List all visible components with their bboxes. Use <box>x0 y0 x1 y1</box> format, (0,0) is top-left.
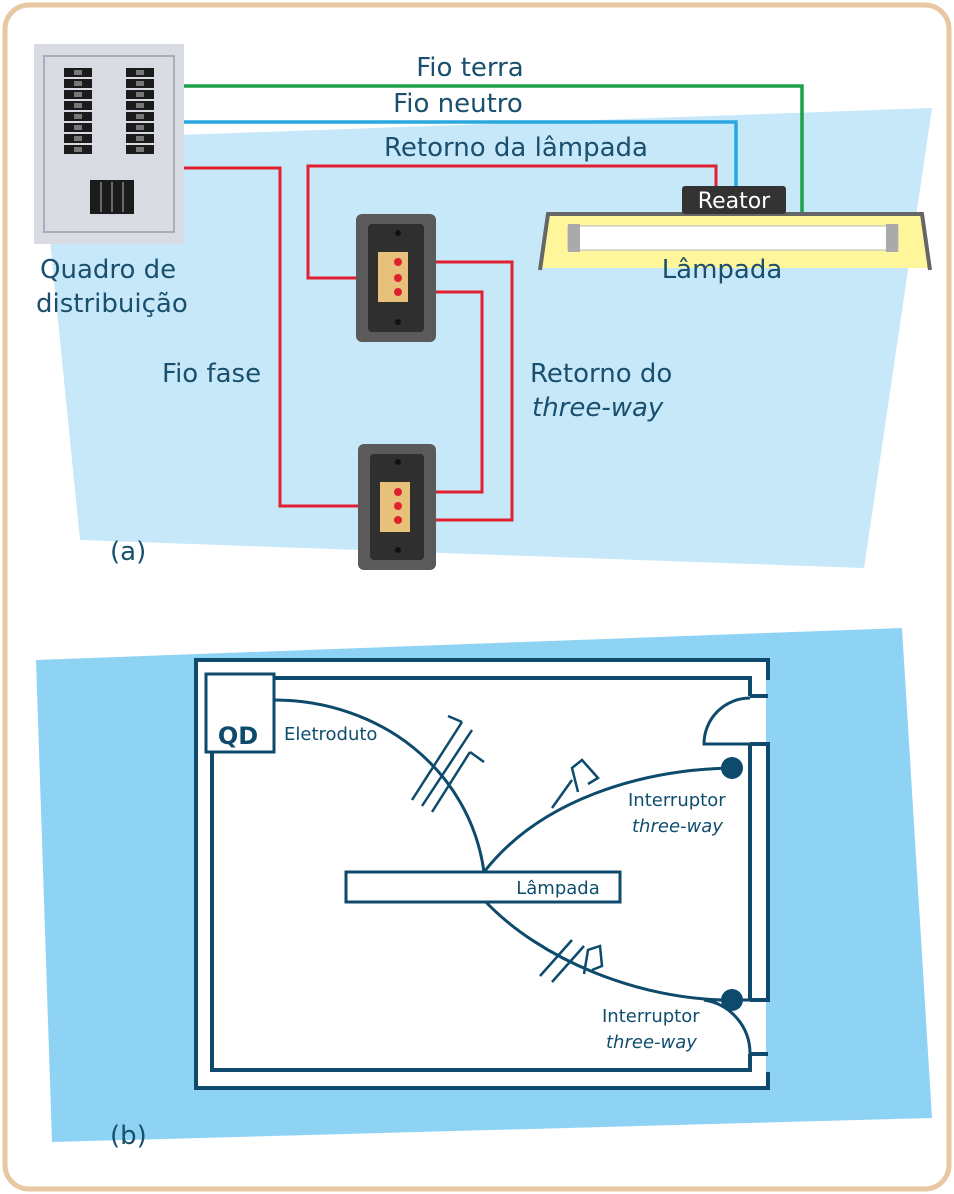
breaker-column-right <box>126 68 154 154</box>
breaker-toggle <box>136 147 144 152</box>
diagram-a: Reator Lâmpada Fio terra Fio neutro Reto… <box>34 44 932 570</box>
switch-terminal <box>394 516 402 524</box>
three-way-return-wire-outer <box>400 260 514 522</box>
phase-wire-label: Fio fase <box>162 359 261 389</box>
switch-terminal-block <box>378 252 408 302</box>
switch-terminal <box>394 288 402 296</box>
switch-screw <box>395 230 401 236</box>
conduit-lamp-switch-bottom <box>482 898 731 1002</box>
wall-segment <box>748 742 770 1002</box>
lamp-tube-end <box>568 224 580 252</box>
switch-bottom-wire-symbols <box>539 939 604 983</box>
breaker-column-left <box>64 68 92 154</box>
lamp-fixture: Reator Lâmpada <box>538 186 932 285</box>
breaker-toggle <box>74 70 82 75</box>
ballast-label: Reator <box>698 189 771 214</box>
wire-tick <box>539 939 573 977</box>
conduit-label: Eletroduto <box>284 724 377 745</box>
three-way-return-label-line1: Retorno do <box>530 359 672 389</box>
neutral-wire <box>184 120 738 186</box>
breaker-toggle <box>136 114 144 119</box>
distribution-board-inner <box>43 55 175 233</box>
breaker-toggle <box>74 103 82 108</box>
three-way-switch-bottom <box>358 444 436 570</box>
distribution-board <box>34 44 184 244</box>
switch-screw <box>395 547 401 553</box>
three-way-switch-top-symbol <box>721 757 743 779</box>
wire-tick <box>550 779 574 809</box>
breaker-toggle <box>136 136 144 141</box>
breaker-toggle <box>74 114 82 119</box>
door-swing-bottom <box>703 998 752 1055</box>
breaker-toggle <box>136 70 144 75</box>
phase-tick <box>420 729 474 807</box>
return-symbol <box>570 758 600 793</box>
three-way-switch-bottom-symbol <box>721 989 743 1011</box>
switch-screw <box>395 319 401 325</box>
switch-top-wire-symbols <box>550 758 600 809</box>
switch-top-label-line1: Interruptor <box>628 790 726 811</box>
lamp-symbol-label: Lâmpada <box>516 878 600 899</box>
lamp-return-wire <box>306 164 718 280</box>
door-swing-top <box>702 696 751 746</box>
outer-wall <box>194 658 770 1090</box>
lamp-tube-end <box>886 224 898 252</box>
ground-wire-label: Fio terra <box>416 53 524 83</box>
switch-terminal <box>394 502 402 510</box>
switch-terminal <box>394 488 402 496</box>
ballast <box>682 186 786 214</box>
three-way-return-wire-inner <box>400 290 484 494</box>
return-symbol <box>582 944 604 975</box>
breaker-toggle <box>74 81 82 86</box>
breaker-toggle <box>136 103 144 108</box>
inner-wall <box>210 676 752 1072</box>
switch-bottom-label-line2: three-way <box>606 1032 697 1053</box>
lamp-symbol <box>344 870 622 904</box>
lamp-return-label: Retorno da lâmpada <box>384 133 648 163</box>
switch-screw <box>395 459 401 465</box>
switch-terminal <box>394 258 402 266</box>
tick-cap <box>469 750 485 764</box>
breaker-toggle <box>74 147 82 152</box>
qd-label: QD <box>218 722 258 750</box>
distribution-board-label-line1: Quadro de <box>40 255 176 285</box>
neutral-tick <box>410 721 464 801</box>
conduit-wire-symbols <box>410 714 485 813</box>
wire-tick <box>551 945 585 983</box>
switch-terminal <box>394 274 402 282</box>
panel-label-a: (a) <box>110 537 146 567</box>
breaker-toggle <box>136 125 144 130</box>
neutral-wire-label: Fio neutro <box>393 89 523 119</box>
switch-bottom-label-line1: Interruptor <box>602 1006 700 1027</box>
three-way-return-label-line2: three-way <box>532 393 664 423</box>
ground-wire <box>184 84 804 212</box>
ground-tick <box>430 751 472 813</box>
lamp-tube <box>567 225 899 251</box>
breaker-toggle <box>74 92 82 97</box>
lamp-label: Lâmpada <box>662 255 783 285</box>
three-way-switch-top <box>356 214 436 342</box>
conduit-qd-lamp <box>273 698 486 873</box>
switch-top-label-line2: three-way <box>632 816 723 837</box>
breaker-toggle <box>136 81 144 86</box>
distribution-board-label-line2: distribuição <box>36 289 188 319</box>
phase-wire <box>184 166 398 508</box>
breaker-toggle <box>74 125 82 130</box>
qd-box <box>204 672 276 754</box>
conduit-lamp-switch-top <box>482 766 731 873</box>
tick-cap <box>447 714 463 724</box>
breaker-toggle <box>136 92 144 97</box>
panel-label-b: (b) <box>110 1121 147 1151</box>
breaker-toggle <box>74 136 82 141</box>
diagram-b: QD Lâmpada Eletrodut <box>36 628 932 1151</box>
